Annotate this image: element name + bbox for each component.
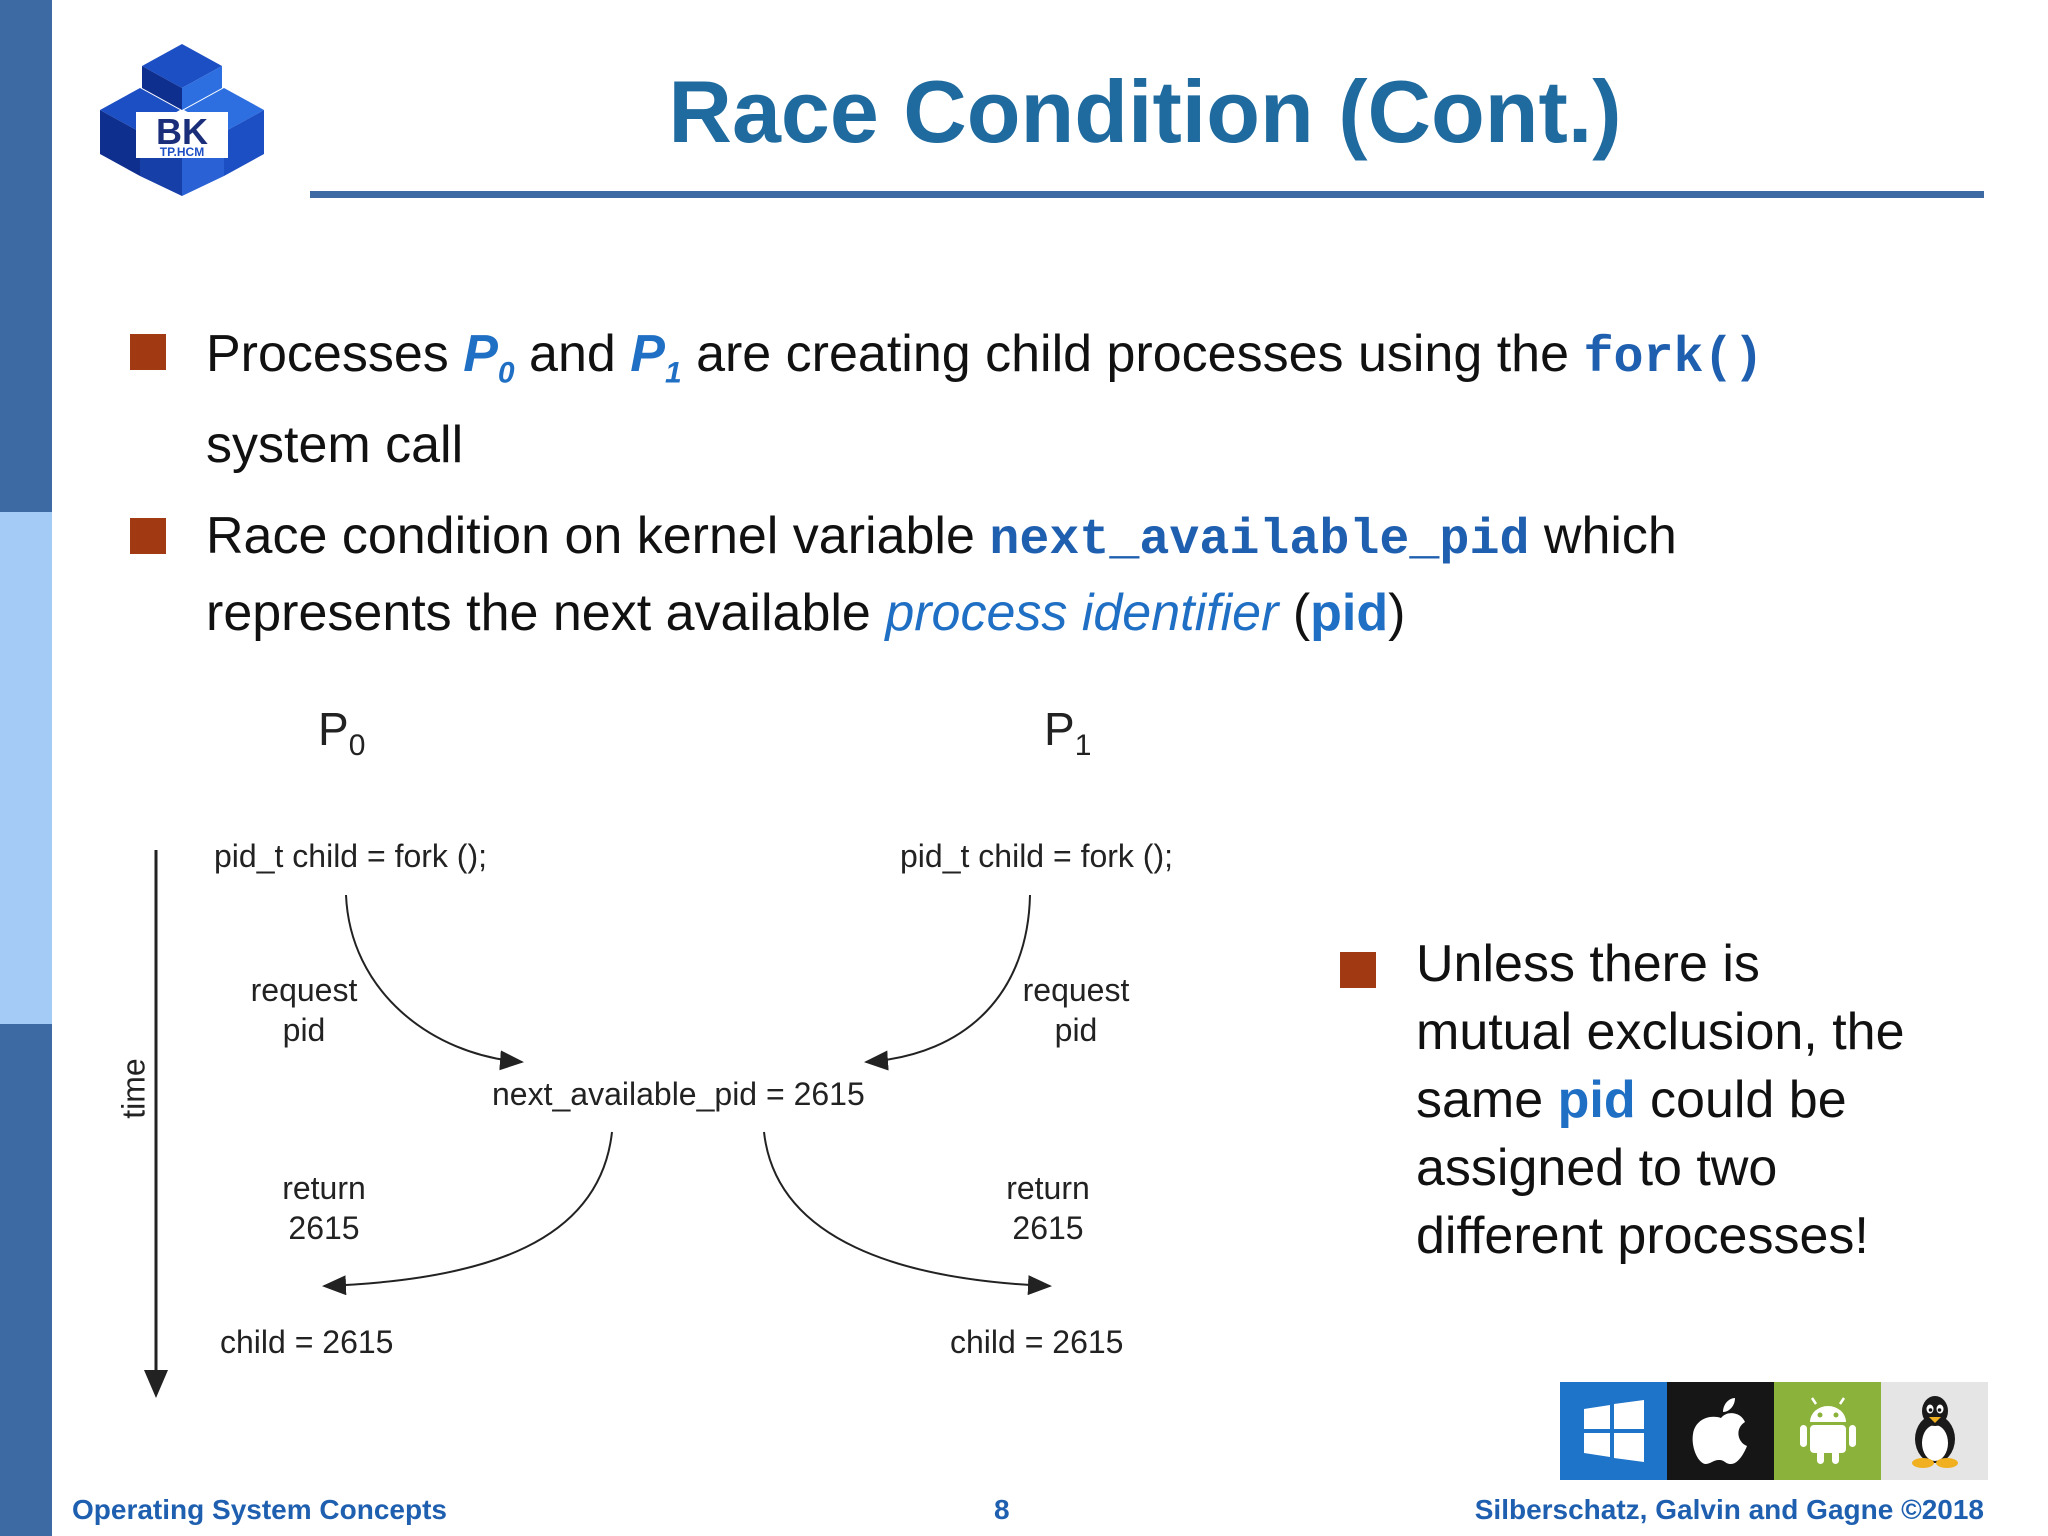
bullet-3-line-3: same pid could be (1416, 1066, 2016, 1134)
bullet-1-line-1: Processes P0 and P1 are creating child p… (206, 318, 1986, 409)
time-axis-arrowhead (144, 1370, 168, 1398)
svg-text:BK: BK (156, 111, 208, 152)
text-run: which (1529, 507, 1677, 565)
right-fork-call: pid_t child = fork (); (900, 838, 1173, 874)
text-run: are creating child processes using the (681, 325, 1584, 383)
next-available-pid-value: next_available_pid = 2615 (492, 1076, 865, 1112)
footer-copyright: Silberschatz, Galvin and Gagne ©2018 (1474, 1494, 1984, 1525)
bullet-2-line-2: represents the next available process id… (206, 577, 1986, 649)
bullet-3-line-4: assigned to two (1416, 1139, 1778, 1197)
return-arrow-left (322, 1131, 613, 1296)
request-arrow-right (864, 894, 1031, 1071)
left-fork-call: pid_t child = fork (); (214, 838, 487, 874)
request-arrow-left (345, 894, 524, 1071)
bk-logo: BK TP.HCM (96, 40, 268, 200)
android-icon (1774, 1382, 1881, 1480)
text-run: ) (1388, 584, 1406, 642)
return-arrow-right (763, 1131, 1052, 1296)
sidebar-segment-middle (0, 512, 52, 1024)
title-underline (310, 191, 1984, 198)
sidebar-segment-top (0, 0, 52, 512)
bullet-marker (130, 518, 166, 554)
footer-course-title: Operating System Concepts (72, 1494, 447, 1525)
apple-icon (1667, 1382, 1774, 1480)
text-run: Race condition on kernel variable (206, 507, 990, 565)
process-p0: P0 (463, 325, 515, 390)
p0-label: P0 (318, 703, 366, 763)
bullet-3-line-1: Unless there is (1416, 935, 1760, 993)
bullet-2-text: Race condition on kernel variable next_a… (206, 500, 1986, 649)
next-available-pid-code: next_available_pid (989, 512, 1530, 569)
bullet-marker (1340, 952, 1376, 988)
child-value-right: child = 2615 (950, 1324, 1124, 1360)
bullet-marker (130, 334, 166, 370)
bullet-3-line-5: different processes! (1416, 1207, 1869, 1265)
text-run: and (514, 325, 631, 383)
time-label: time (115, 1058, 152, 1119)
bullet-1-line-2: system call (206, 416, 464, 475)
pid-term: pid (1310, 584, 1389, 642)
text-run: ( (1278, 584, 1311, 642)
sidebar-segment-bottom (0, 1024, 52, 1536)
fork-code: fork() (1583, 330, 1764, 387)
bullet-3-text: Unless there is mutual exclusion, the sa… (1416, 930, 2016, 1270)
windows-icon (1560, 1382, 1667, 1480)
bullet-1-text: Processes P0 and P1 are creating child p… (206, 318, 1986, 481)
process-identifier-term: process identifier (885, 584, 1279, 642)
process-p1: P1 (630, 325, 682, 390)
diagram-arrows (144, 850, 1052, 1398)
slide-title: Race Condition (Cont.) (668, 62, 1622, 161)
bullet-2-line-1: Race condition on kernel variable next_a… (206, 500, 1986, 577)
text-run: same (1416, 1071, 1558, 1129)
text-run: Processes (206, 325, 464, 383)
child-value-left: child = 2615 (220, 1324, 394, 1360)
footer-page-number: 8 (994, 1494, 1010, 1525)
text-run: represents the next available (206, 584, 886, 642)
os-logo-strip (1560, 1382, 1988, 1480)
p1-label: P1 (1044, 703, 1092, 763)
text-run: could be (1635, 1071, 1847, 1129)
sidebar-stripe (0, 0, 52, 1536)
svg-text:TP.HCM: TP.HCM (160, 145, 204, 159)
race-diagram: P0 P1 pid_t child = fork (); pid_t child… (100, 700, 1260, 1420)
linux-icon (1881, 1382, 1988, 1480)
bullet-3-line-2: mutual exclusion, the (1416, 1003, 1905, 1061)
pid-term: pid (1557, 1071, 1636, 1129)
